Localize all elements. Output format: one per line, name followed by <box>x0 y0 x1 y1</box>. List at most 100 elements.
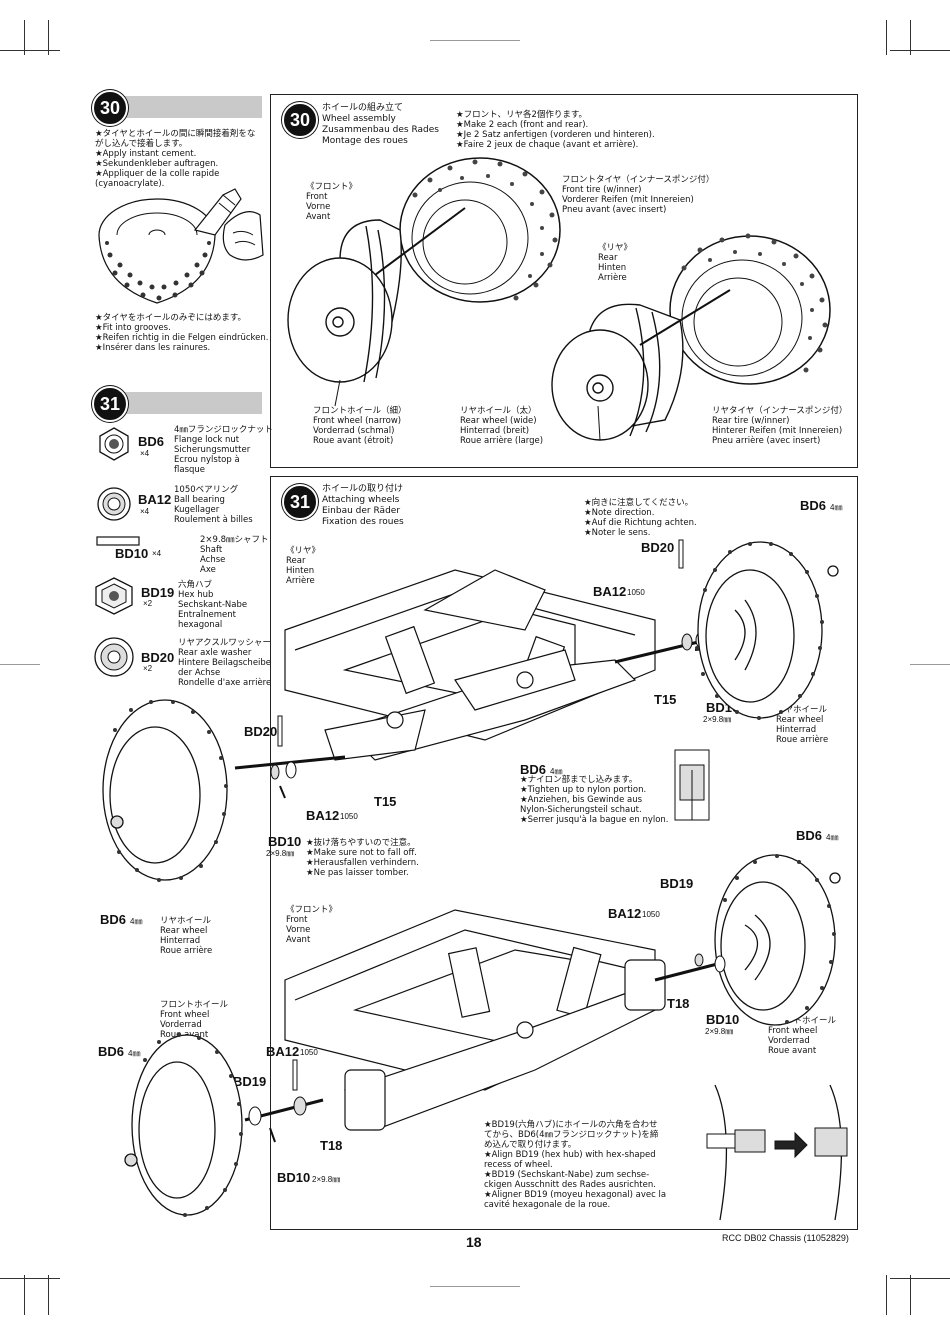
callout-ba12-size: 1050 <box>300 1048 318 1057</box>
step30-main-badge: 30 <box>282 102 318 138</box>
rear-left-wheel <box>102 699 228 881</box>
part-code-bd6: BD6 <box>138 434 165 449</box>
callout-ba12-size: 1050 <box>642 910 660 919</box>
callout-ba12: BA12 <box>266 1044 300 1059</box>
crop-mark <box>886 1275 887 1315</box>
crop-mark <box>430 1286 520 1287</box>
part-desc-bd19: 六角ハブ Hex hub Sechskant-Nabe Entraînement… <box>178 580 248 630</box>
crop-mark <box>910 664 950 665</box>
wheel-assembly-illustration <box>287 157 831 441</box>
step30-number-badge: 30 <box>92 90 128 126</box>
step30-title: ホイールの組み立て Wheel assembly Zusammenbau des… <box>322 103 439 146</box>
part-qty-bd10: ×4 <box>152 549 162 558</box>
nylon-nut-detail <box>674 749 710 821</box>
callout-ba12: BA12 <box>306 808 340 823</box>
part-qty-bd20: ×2 <box>143 664 153 673</box>
part-code-ba12: BA12 <box>138 492 172 507</box>
rear-wheel <box>551 303 684 441</box>
callout-t18: T18 <box>320 1138 343 1153</box>
callout-bd10-size: 2×9.8㎜ <box>705 1027 734 1036</box>
callout-bd6-size: 4㎜ <box>130 917 143 926</box>
step31-panel <box>270 476 858 1230</box>
callout-bd6: BD6 <box>520 762 547 777</box>
rear-tire-label: リヤタイヤ（インナースポンジ付） Rear tire (w/inner) Hin… <box>712 406 848 446</box>
part-code-bd19: BD19 <box>141 585 175 600</box>
part-code-bd10: BD10 <box>115 546 149 561</box>
callout-bd6: BD6 <box>796 828 823 843</box>
callout-bd19: BD19 <box>233 1074 267 1089</box>
callout-bd6-size: 4㎜ <box>128 1049 141 1058</box>
step30-note: ★フロント、リヤ各2個作ります。 ★Make 2 each (front and… <box>456 110 655 150</box>
crop-mark <box>0 664 40 665</box>
grooves-note: ★タイヤをホイールのみぞにはめます。 ★Fit into grooves. ★R… <box>95 313 269 353</box>
hex-alignment-detail <box>706 1084 848 1221</box>
direction-note: ★向きに注意してください。 ★Note direction. ★Auf die … <box>584 498 697 538</box>
crop-mark <box>24 1275 25 1315</box>
front-tire <box>399 157 561 303</box>
callout-bd10-size: 2×9.8㎜ <box>312 1175 341 1184</box>
callout-bd6-size: 4㎜ <box>550 767 563 776</box>
footer-model: RCC DB02 Chassis (11052829) <box>722 1233 849 1243</box>
step30-header-bar <box>96 96 262 118</box>
callout-ba12: BA12 <box>593 584 627 599</box>
ball-bearing-icon <box>97 487 131 521</box>
callout-ba12-size: 1050 <box>627 588 645 597</box>
callout-bd6-size: 4㎜ <box>826 833 839 842</box>
callout-bd6: BD6 <box>98 1044 125 1059</box>
part-desc-bd10: 2×9.8㎜シャフト Shaft Achse Axe <box>200 535 269 575</box>
rear-axle-washer-icon <box>94 637 134 677</box>
crop-mark <box>24 20 25 55</box>
nylon-note: ★ナイロン部までし込みます。 ★Tighten up to nylon port… <box>520 775 669 825</box>
callout-t18: T18 <box>667 996 690 1011</box>
falloff-note: ★抜け落ちやすいので注意。 ★Make sure not to fall off… <box>306 838 419 878</box>
callout-bd6-size: 4㎜ <box>830 503 843 512</box>
callout-t15: T15 <box>654 692 677 707</box>
step30-panel <box>270 94 858 468</box>
part-qty-bd19: ×2 <box>143 599 153 608</box>
part-desc-bd6: 4㎜フランジロックナット Flange lock nut Sicherungsm… <box>174 425 273 475</box>
part-code-bd20: BD20 <box>141 650 175 665</box>
callout-bd6: BD6 <box>800 498 827 513</box>
part-qty-bd6: ×4 <box>140 449 150 458</box>
step31-number-badge: 31 <box>92 386 128 422</box>
callout-bd20: BD20 <box>641 540 675 555</box>
crop-mark <box>430 40 520 41</box>
rear-section-label: 《リヤ》 Rear Hinten Arrière <box>286 546 321 586</box>
front-right-wheel <box>714 854 841 1026</box>
callout-ba12-size: 1050 <box>340 812 358 821</box>
crop-mark <box>890 1278 950 1279</box>
hex-hub-icon <box>95 577 133 615</box>
rear-tire <box>669 235 831 385</box>
callout-bd10: BD10 <box>268 834 302 849</box>
crop-mark <box>910 20 911 55</box>
front-tire-label: フロントタイヤ（インナースポンジ付） Front tire (w/inner) … <box>562 175 715 215</box>
tire-glue-illustration <box>98 188 264 304</box>
crop-mark <box>0 1278 60 1279</box>
front-wheel-label: フロントホイール（細） Front wheel (narrow) Vorderr… <box>313 406 407 446</box>
rear-wheel-label: リヤホイール（太） Rear wheel (wide) Hinterrad (b… <box>460 406 544 446</box>
crop-mark <box>48 1275 49 1315</box>
callout-bd20: BD20 <box>244 724 278 739</box>
callout-bd10: BD10 <box>706 1012 740 1027</box>
chassis-wheel-attach-illustration <box>102 539 848 1221</box>
step31-title: ホイールの取り付け Attaching wheels Einbau der Rä… <box>322 484 404 527</box>
callout-t15: T15 <box>374 794 397 809</box>
callout-bd10: BD10 <box>277 1170 311 1185</box>
front-wheel <box>287 219 402 383</box>
front-wheel-label-right: フロントホイール Front wheel Vorderrad Roue avan… <box>768 1016 837 1056</box>
callout-ba12: BA12 <box>608 906 642 921</box>
part-desc-bd20: リヤアクスルワッシャー Rear axle washer Hintere Bei… <box>178 638 272 688</box>
crop-mark <box>48 20 49 55</box>
crop-mark <box>910 1275 911 1315</box>
front-wheel-label-left: フロントホイール Front wheel Vorderrad Roue avan… <box>160 1000 229 1040</box>
rear-chassis <box>284 569 656 761</box>
align-note: ★BD19(六角ハブ)にホイールの六角を合わせ てから、BD6(4㎜フランジロッ… <box>484 1120 667 1210</box>
step31-header-bar <box>96 392 262 414</box>
callout-bd6: BD6 <box>100 912 127 927</box>
part-qty-ba12: ×4 <box>140 507 150 516</box>
callout-bd10-size: 2×9.8㎜ <box>703 715 732 724</box>
rear-label: 《リヤ》 Rear Hinten Arrière <box>598 243 633 283</box>
front-section-label: 《フロント》 Front Vorne Avant <box>286 905 338 945</box>
rear-wheel-label-left: リヤホイール Rear wheel Hinterrad Roue arrière <box>160 916 213 956</box>
callout-bd10-size: 2×9.8㎜ <box>266 849 295 858</box>
